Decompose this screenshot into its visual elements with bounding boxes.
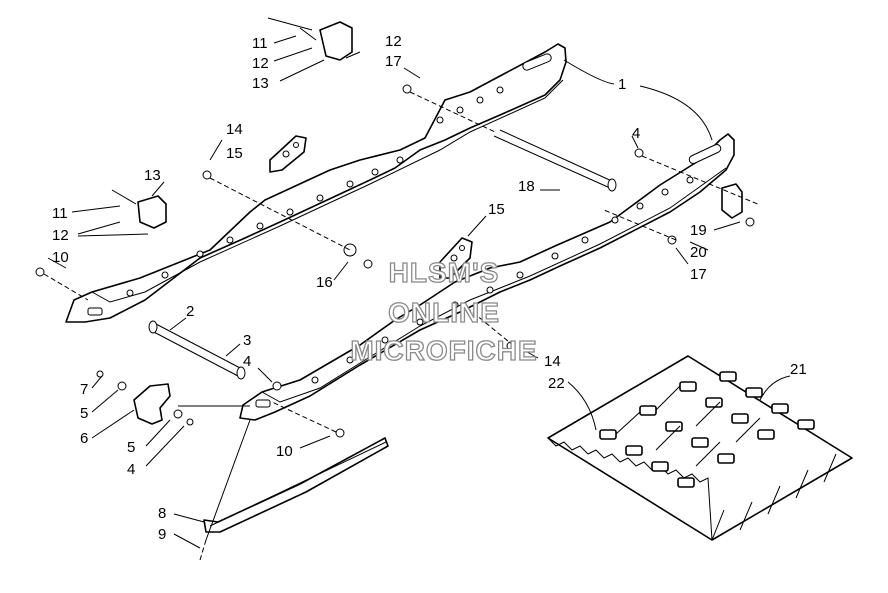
callout-12: 12 [252, 55, 269, 72]
rear-idler-wheel [96, 370, 250, 426]
wear-strip [199, 419, 389, 561]
callout-13: 13 [252, 75, 269, 92]
upper-slide-rail [65, 43, 567, 323]
callout-4: 4 [632, 125, 640, 142]
callout-5: 5 [80, 405, 88, 422]
callout-15: 15 [226, 145, 243, 162]
callout-22: 22 [548, 375, 565, 392]
callout-2: 2 [186, 303, 194, 320]
callout-1: 1 [618, 76, 626, 93]
leader-lines [47, 35, 791, 549]
callout-16: 16 [316, 274, 333, 291]
callout-17: 17 [690, 266, 707, 283]
callout-12: 12 [52, 227, 69, 244]
callout-9: 9 [158, 526, 166, 543]
callout-4: 4 [243, 353, 251, 370]
callout-21: 21 [790, 361, 807, 378]
watermark-line-2: ONLINE [388, 297, 500, 328]
drive-track [547, 355, 853, 541]
callout-5: 5 [127, 439, 135, 456]
callout-19: 19 [690, 222, 707, 239]
callout-8: 8 [158, 505, 166, 522]
callout-4: 4 [127, 461, 135, 478]
lower-slide-rail [239, 133, 735, 421]
callout-7: 7 [80, 381, 88, 398]
callout-14: 14 [226, 121, 243, 138]
cross-shafts [148, 129, 617, 380]
callout-10: 10 [52, 249, 69, 266]
callout-14: 14 [544, 353, 561, 370]
fasteners [35, 84, 761, 438]
callout-10: 10 [276, 443, 293, 460]
rear-brackets [111, 17, 743, 229]
callout-18: 18 [518, 178, 535, 195]
callout-12: 12 [385, 33, 402, 50]
callout-11: 11 [52, 205, 68, 222]
track-lugs [599, 371, 815, 488]
callout-6: 6 [80, 430, 88, 447]
watermark-line-1: HLSM'S [389, 257, 500, 288]
watermark-line-3: MICROFICHE [350, 335, 537, 366]
callouts: 11 12 13 12 17 1 14 15 4 13 11 12 18 15 … [52, 33, 807, 543]
callout-3: 3 [243, 332, 251, 349]
callout-20: 20 [690, 244, 707, 261]
shock-brackets [269, 135, 473, 279]
callout-15: 15 [488, 201, 505, 218]
callout-11: 11 [252, 35, 268, 52]
callout-13: 13 [144, 167, 161, 184]
callout-17: 17 [385, 53, 402, 70]
watermark: HLSM'S ONLINE MICROFICHE [350, 256, 538, 366]
